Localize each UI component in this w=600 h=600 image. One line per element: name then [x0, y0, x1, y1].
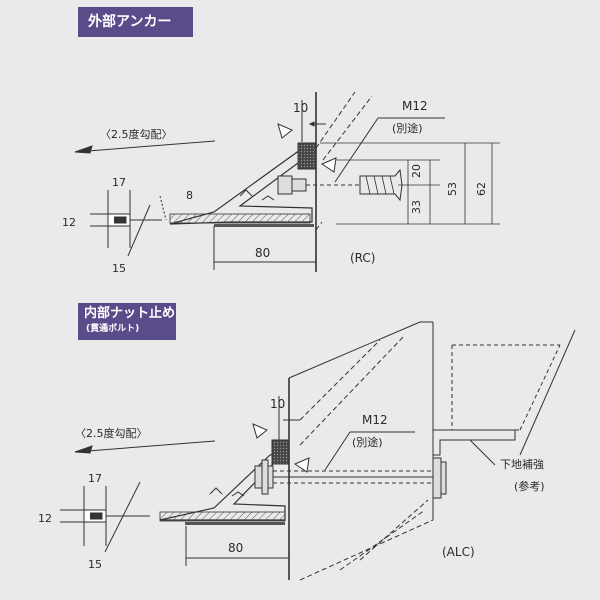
- through-bolt: [254, 457, 447, 499]
- dim-17-label-2: 17: [88, 472, 102, 485]
- alc-wall-outline: [288, 321, 434, 581]
- dim-10-lines-2: [278, 396, 300, 440]
- reinforce-ref-label: (参考): [514, 479, 545, 493]
- dim-10-lines: [301, 100, 326, 142]
- dim-53-label: 53: [446, 182, 459, 196]
- diagram-internal-nut: [60, 321, 576, 581]
- slope-arrow-2: [74, 440, 216, 454]
- right-dimension-lines: [320, 142, 500, 225]
- profile-detail-1: [90, 190, 167, 257]
- dim-10-label-2: 10: [270, 397, 285, 411]
- dim-10-label-1: 10: [293, 101, 308, 115]
- reinforce-leader: [469, 439, 496, 466]
- m12-leader-1: [334, 117, 445, 183]
- pointer-triangle-top-2: [252, 423, 268, 439]
- dim-17-label-1: 17: [112, 176, 126, 189]
- section-title-external-anchor: 外部アンカー: [78, 7, 193, 37]
- dim-80-label-2: 80: [228, 541, 243, 555]
- section-title-internal-nut-label: 内部ナット止め: [84, 306, 176, 321]
- wall-rc-label: (RC): [350, 251, 375, 265]
- separate-label-2: (別途): [352, 435, 383, 449]
- profile-detail-2: [60, 481, 150, 553]
- reinforce-label: 下地補強: [500, 458, 544, 471]
- dim-80-lines-1: [213, 226, 316, 270]
- diagram-external-anchor: [74, 91, 500, 272]
- pointer-triangle-top: [277, 123, 293, 139]
- dim-15-label-2: 15: [88, 558, 102, 571]
- m12-label-1: M12: [402, 99, 428, 113]
- rc-wall-dashed-outline: [315, 91, 373, 231]
- dim-62-label: 62: [475, 182, 488, 196]
- pointer-triangle-right-2: [293, 457, 310, 473]
- dim-12-label-2: 12: [38, 512, 52, 525]
- pointer-triangle-right: [320, 157, 337, 173]
- gasket-block-1: [297, 142, 317, 170]
- slope-label-1: 〈2.5度勾配〉: [100, 127, 173, 141]
- reinforcement-box: [451, 344, 561, 431]
- slope-label-2: 〈2.5度勾配〉: [75, 426, 148, 440]
- m12-label-2: M12: [362, 413, 388, 427]
- m12-leader-2: [324, 431, 415, 471]
- wall-alc-label: (ALC): [442, 545, 475, 559]
- dim-8-label: 8: [186, 189, 193, 202]
- gasket-block-2: [271, 439, 290, 465]
- section-subtitle-through-bolt: (貫通ボルト): [86, 324, 140, 334]
- dim-12-label-1: 12: [62, 216, 76, 229]
- dim-20-label: 20: [410, 164, 423, 178]
- dim-33-label: 33: [410, 200, 423, 214]
- slope-arrow: [74, 140, 216, 154]
- section-title-internal-nut: 内部ナット止め (貫通ボルト): [78, 303, 176, 340]
- reinforcement-bracket: [432, 429, 516, 456]
- separate-label-1: (別途): [392, 121, 423, 135]
- anchor-bolt-1: [277, 168, 403, 202]
- dim-15-label-1: 15: [112, 262, 126, 275]
- dim-80-label-1: 80: [255, 246, 270, 260]
- reinforcement-diag: [519, 329, 576, 456]
- dim-80-lines-2: [185, 526, 289, 566]
